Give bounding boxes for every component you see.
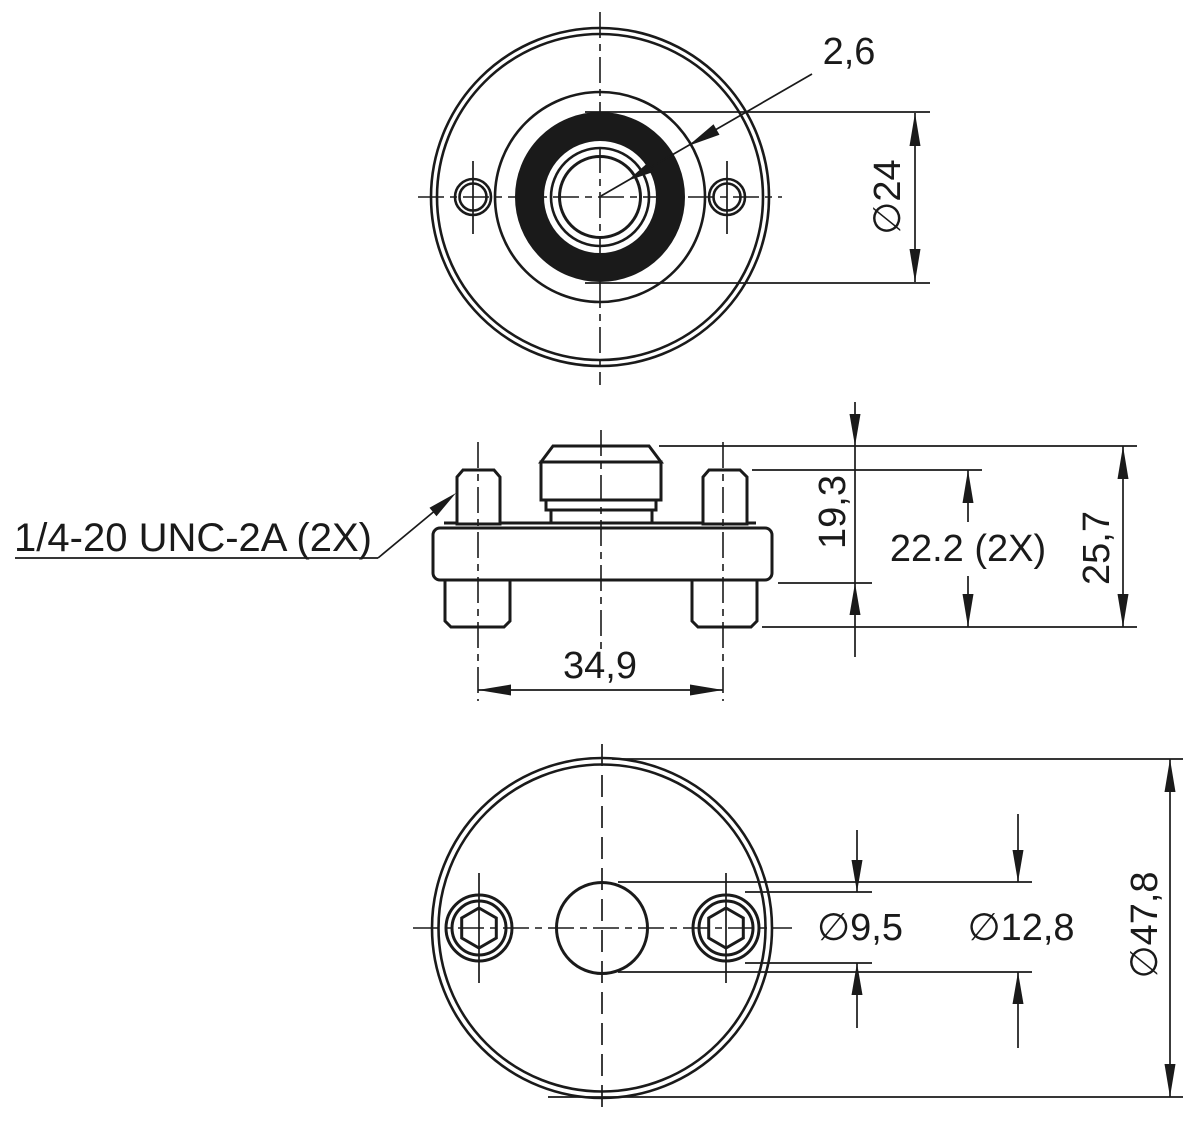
dim-label-ring-thickness: 2,6 bbox=[823, 31, 876, 73]
dim-center-hole-dia bbox=[1012, 814, 1024, 1048]
leader-ring-thickness bbox=[600, 73, 813, 197]
dim-oring-od bbox=[585, 111, 930, 284]
leader-thread-callout bbox=[15, 493, 456, 559]
dim-flange-height bbox=[849, 402, 861, 657]
dim-label-center-hole-dia: ∅12,8 bbox=[967, 907, 1074, 949]
dim-label-stud-height: 22.2 (2X) bbox=[890, 528, 1046, 570]
dim-label-total-height: 25,7 bbox=[1076, 511, 1118, 585]
dim-stud-height bbox=[962, 470, 974, 627]
dim-screw-head-dia bbox=[851, 830, 863, 1028]
dim-label-flange-dia: ∅47,8 bbox=[1124, 871, 1166, 978]
flange-plate bbox=[431, 521, 774, 582]
side-view bbox=[15, 402, 1137, 701]
dim-label-stud-spacing: 34,9 bbox=[563, 645, 637, 687]
thread-callout-label: 1/4-20 UNC-2A (2X) bbox=[14, 516, 372, 560]
dim-stud-spacing bbox=[478, 684, 723, 696]
bottom-view bbox=[413, 744, 1183, 1114]
dim-label-oring-od: ∅24 bbox=[867, 159, 909, 234]
dim-label-screw-head-dia: ∅9,5 bbox=[817, 907, 903, 949]
top-view bbox=[418, 12, 930, 385]
screw-head-right bbox=[690, 578, 759, 629]
stud-top-right bbox=[701, 468, 749, 526]
dim-flange-dia bbox=[1164, 759, 1176, 1097]
dim-label-flange-height: 19,3 bbox=[812, 475, 854, 549]
dim-total-height bbox=[1117, 446, 1129, 627]
screw-head-left bbox=[443, 578, 512, 629]
